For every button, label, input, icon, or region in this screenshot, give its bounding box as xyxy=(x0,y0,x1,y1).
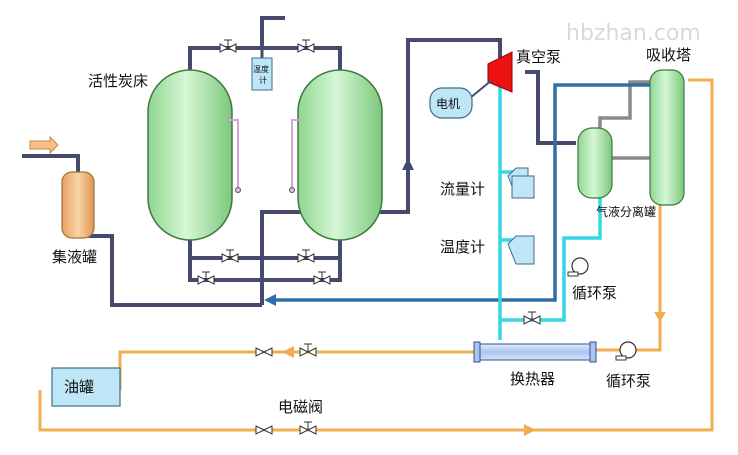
blue-pipes xyxy=(272,83,660,302)
separator-tank-label: 气液分离罐 xyxy=(596,204,656,219)
valve-orange-upper-2[interactable] xyxy=(299,343,317,357)
separator-tank xyxy=(577,127,613,199)
heat-exchanger xyxy=(473,341,597,363)
valve-orange-lower-1[interactable] xyxy=(255,425,273,435)
oil-tank-label: 油罐 xyxy=(64,378,94,396)
valve-cyan[interactable] xyxy=(523,311,541,325)
flow-meter-label: 流量计 xyxy=(440,180,485,198)
carbon-bed-left xyxy=(147,69,241,241)
flow-meter xyxy=(507,167,535,199)
valve-mid-left[interactable] xyxy=(221,249,239,263)
circ-pump-2 xyxy=(615,341,637,361)
valve-top-left[interactable] xyxy=(219,39,237,53)
absorption-tower xyxy=(649,69,685,206)
oil-tank: 油罐 xyxy=(51,367,121,407)
valve-mid-right[interactable] xyxy=(297,249,315,263)
gray-pipes xyxy=(598,80,652,160)
temp-meter xyxy=(507,235,535,265)
orange-arrow-up xyxy=(282,346,294,358)
carbon-bed-label: 活性炭床 xyxy=(88,72,148,90)
solenoid-valve-label: 电磁阀 xyxy=(278,398,323,416)
blue-arrow xyxy=(264,294,276,306)
circ-pump-2-label: 循环泵 xyxy=(606,372,651,390)
top-thermometer-label-1: 温度 xyxy=(253,64,269,74)
valve-orange-upper-1[interactable] xyxy=(255,347,273,357)
valve-orange-lower-2[interactable] xyxy=(299,421,317,435)
valves xyxy=(197,39,541,435)
inlet-arrow xyxy=(29,135,59,155)
vacuum-pump xyxy=(469,51,513,99)
absorption-tower-label: 吸收塔 xyxy=(646,46,691,64)
dark-arrow-up xyxy=(402,158,414,170)
collector-tank xyxy=(61,171,95,239)
orange-arrow-right xyxy=(524,424,536,436)
circ-pump-1-label: 循环泵 xyxy=(572,284,617,302)
valve-low-right[interactable] xyxy=(313,271,331,285)
vacuum-pump-label: 真空泵 xyxy=(516,48,561,66)
orange-arrow-down xyxy=(654,312,666,322)
dark-pipes xyxy=(22,16,576,307)
heat-exchanger-label: 换热器 xyxy=(510,370,555,388)
collector-tank-label: 集液罐 xyxy=(52,248,97,266)
valve-low-left[interactable] xyxy=(197,271,215,285)
circ-pump-1 xyxy=(567,257,589,277)
watermark-text: hbzhan.com xyxy=(566,21,701,46)
temp-meter-label: 温度计 xyxy=(440,238,485,256)
carbon-bed-right xyxy=(289,69,383,241)
top-thermometer-label-2: 计 xyxy=(259,75,267,85)
motor-label: 电机 xyxy=(436,97,460,111)
motor: 电机 xyxy=(429,87,473,119)
top-thermometer: 温度 计 xyxy=(251,48,273,91)
valve-top-right[interactable] xyxy=(297,39,315,53)
